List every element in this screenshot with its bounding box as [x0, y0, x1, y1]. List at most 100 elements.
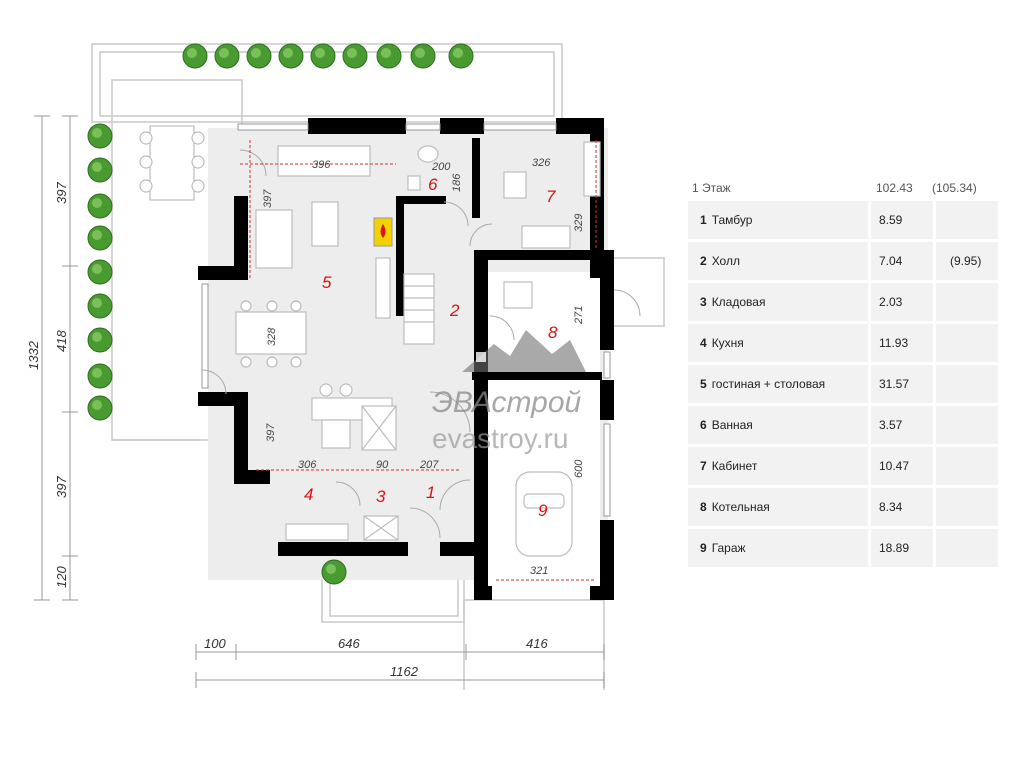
dining-table: [235, 311, 307, 355]
room-num: 1: [700, 213, 707, 227]
tree-highlight: [381, 48, 391, 58]
tree-highlight: [283, 48, 293, 58]
outer-dimension-labels: 397 418 397 120 1332 100 646 416 1162: [26, 182, 548, 679]
room-extra: [936, 529, 998, 567]
wall-unit: [375, 257, 391, 319]
room-area: 31.57: [871, 365, 933, 403]
room-number: 7: [546, 187, 556, 206]
dim-label: 207: [419, 459, 439, 471]
room-numbers: 1 2 3 4 5 6 7 8 9: [304, 175, 558, 520]
room-name: гостиная + столовая: [711, 377, 826, 391]
staircase: [403, 273, 435, 345]
room-extra: [936, 324, 998, 362]
sofa: [277, 145, 371, 177]
room-name: Холл: [711, 254, 740, 268]
tree-highlight: [251, 48, 261, 58]
wardrobe: [583, 141, 601, 197]
dim-label: 306: [298, 459, 317, 471]
dim-label: 326: [532, 157, 551, 169]
trees: [87, 43, 474, 585]
room-number: 9: [538, 501, 548, 520]
coffee-table: [311, 201, 339, 247]
room-area: 8.34: [871, 488, 933, 526]
room-extra: [936, 283, 998, 321]
room-area: 7.04: [871, 242, 933, 280]
inner-dimension-labels: 396 397 328 397 200 186 326 329 271 600 …: [262, 157, 585, 577]
room-number: 1: [426, 483, 435, 502]
outer-dimension-lines: [34, 115, 605, 688]
table-row: 3 Кладовая 2.03: [688, 283, 1000, 321]
dim-label: 328: [266, 327, 278, 346]
dim-label: 1332: [26, 340, 41, 370]
room-num: 4: [700, 336, 707, 350]
room-area: 2.03: [871, 283, 933, 321]
room-extra: [936, 201, 998, 239]
dim-label: 200: [431, 161, 451, 173]
tree-highlight: [347, 48, 357, 58]
dim-label: 418: [54, 330, 69, 352]
room-area: 3.57: [871, 406, 933, 444]
floor-plan: 1 2 3 4 5 6 7 8 9 396 397 328 397 200 18…: [26, 43, 665, 690]
tree-highlight: [92, 198, 102, 208]
dim-label: 1162: [390, 664, 419, 679]
room-name: Кладовая: [711, 295, 766, 309]
room-num: 9: [700, 541, 707, 555]
tree-highlight: [415, 48, 425, 58]
tree-highlight: [315, 48, 325, 58]
tree-highlight: [187, 48, 197, 58]
room-name: Ванная: [711, 418, 753, 432]
room-name: Гараж: [711, 541, 746, 555]
furniture: [139, 125, 601, 557]
tree-highlight: [219, 48, 229, 58]
table-row: 1 Тамбур 8.59: [688, 201, 1000, 239]
sink: [407, 175, 421, 191]
dim-label: 90: [376, 459, 389, 471]
dim-label: 646: [338, 636, 360, 651]
dim-label: 329: [573, 214, 585, 232]
dim-label: 120: [54, 566, 69, 588]
tree-highlight: [92, 264, 102, 274]
watermark-site: evastroy.ru: [432, 423, 568, 454]
table-row: 2 Холл 7.04 (9.95): [688, 242, 1000, 280]
kitchen-counter: [285, 523, 349, 541]
tree-highlight: [92, 332, 102, 342]
tree-highlight: [92, 298, 102, 308]
tree-highlight: [92, 400, 102, 410]
room-num: 6: [700, 418, 707, 432]
boiler: [503, 281, 533, 309]
floor-area: 102.43: [876, 181, 913, 195]
tree-highlight: [92, 368, 102, 378]
room-number: 6: [428, 175, 438, 194]
room-number: 3: [376, 487, 386, 506]
watermark-brand: ЭВАстрой: [432, 386, 582, 419]
dim-label: 186: [451, 173, 463, 192]
room-number: 8: [548, 323, 558, 342]
dim-label: 396: [312, 159, 331, 171]
tree-highlight: [92, 128, 102, 138]
floor-label: 1 Этаж: [692, 181, 731, 195]
room-name: Кухня: [711, 336, 744, 350]
dim-label: 397: [54, 476, 69, 498]
armchair: [255, 209, 293, 269]
tree-highlight: [92, 230, 102, 240]
room-area: 18.89: [871, 529, 933, 567]
dim-label: 416: [526, 636, 548, 651]
room-name: Тамбур: [711, 213, 753, 227]
room-area: 10.47: [871, 447, 933, 485]
stove: [321, 419, 351, 449]
room-num: 2: [700, 254, 707, 268]
watermark: ЭВАстрой evastroy.ru: [432, 330, 586, 454]
room-number: 2: [449, 301, 460, 320]
fireplace: [373, 217, 393, 247]
room-extra: (9.95): [936, 242, 998, 280]
room-num: 3: [700, 295, 707, 309]
doors: [201, 149, 641, 539]
tree-highlight: [453, 48, 463, 58]
room-extra: [936, 365, 998, 403]
room-area: 8.59: [871, 201, 933, 239]
room-num: 7: [700, 459, 707, 473]
